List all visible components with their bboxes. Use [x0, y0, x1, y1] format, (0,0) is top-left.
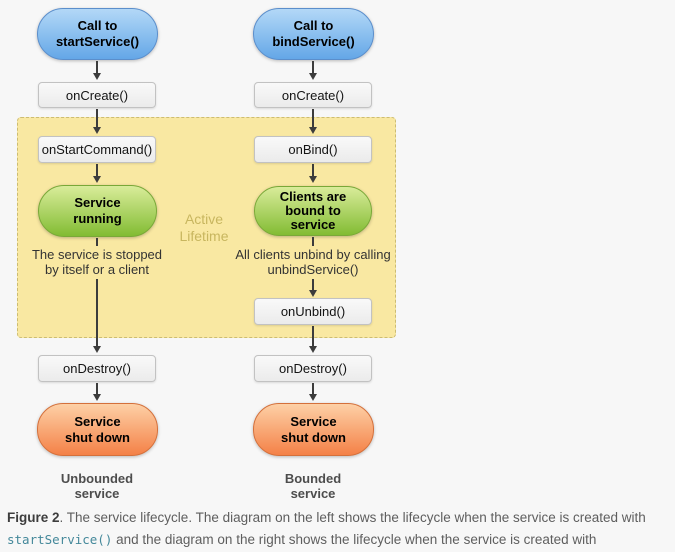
note-service-stopped-line2: by itself or a client — [44, 262, 150, 277]
note-clients-unbind: All clients unbind by calling unbindServ… — [213, 247, 413, 277]
arrow-shaft — [96, 61, 98, 75]
node-onstartcommand: onStartCommand() — [38, 136, 156, 163]
flow-arrow — [93, 61, 102, 80]
node-ondestroy-left: onDestroy() — [38, 355, 156, 382]
flow-arrow — [309, 61, 318, 80]
node-service-shutdown-right-line2: shut down — [281, 429, 346, 445]
arrow-shaft — [96, 279, 98, 348]
arrow-head-icon — [93, 346, 101, 353]
flow-connector — [312, 237, 314, 246]
arrow-head-icon — [309, 394, 317, 401]
node-call-startservice-line2: startService() — [55, 34, 140, 49]
flow-arrow — [309, 109, 318, 134]
node-clients-bound-line2: bound to — [285, 203, 341, 218]
flow-arrow — [93, 279, 102, 353]
arrow-head-icon — [93, 176, 101, 183]
arrow-shaft — [312, 109, 314, 129]
node-service-shutdown-left: Service shut down — [37, 403, 158, 456]
arrow-shaft — [96, 383, 98, 396]
caption-text-2: and the diagram on the right shows the l… — [112, 532, 597, 547]
node-onbind: onBind() — [254, 136, 372, 163]
label-unbounded-service: Unbounded service — [37, 471, 157, 501]
arrow-head-icon — [309, 127, 317, 134]
arrow-shaft — [96, 164, 98, 178]
caption-text-1: . The service lifecycle. The diagram on … — [59, 510, 646, 525]
node-service-running-line2: running — [73, 211, 122, 226]
arrow-head-icon — [93, 127, 101, 134]
arrow-shaft — [312, 164, 314, 178]
node-service-shutdown-left-line2: shut down — [65, 429, 130, 445]
active-lifetime-label: Active Lifetime — [168, 211, 240, 245]
node-service-shutdown-right-line1: Service — [290, 413, 337, 429]
node-service-shutdown-right: Service shut down — [253, 403, 374, 456]
flow-arrow — [309, 164, 318, 183]
node-call-bindservice-line2: bindService() — [272, 34, 355, 49]
flow-arrow — [309, 383, 318, 401]
figure-number-label: Figure 2 — [7, 510, 60, 525]
node-call-bindservice: Call to bindService() — [253, 8, 374, 60]
flow-arrow — [309, 279, 318, 297]
arrow-head-icon — [309, 290, 317, 297]
flow-arrow — [93, 164, 102, 183]
node-oncreate-left: onCreate() — [38, 82, 156, 108]
figure-caption: Figure 2. The service lifecycle. The dia… — [7, 507, 671, 552]
note-clients-unbind-line1: All clients unbind by calling — [235, 247, 391, 262]
label-bounded-service-line2: service — [290, 486, 336, 501]
label-unbounded-service-line2: service — [74, 486, 120, 501]
node-service-running-line1: Service — [74, 195, 121, 210]
node-call-startservice: Call to startService() — [37, 8, 158, 60]
node-clients-bound-line3: service — [290, 217, 336, 232]
label-unbounded-service-line1: Unbounded — [60, 471, 134, 486]
arrow-head-icon — [93, 394, 101, 401]
arrow-head-icon — [93, 73, 101, 80]
arrow-head-icon — [309, 73, 317, 80]
arrow-shaft — [96, 109, 98, 129]
node-service-shutdown-left-line1: Service — [74, 413, 121, 429]
arrow-shaft — [312, 326, 314, 348]
node-service-running: Service running — [38, 185, 157, 237]
node-onunbind: onUnbind() — [254, 298, 372, 325]
active-lifetime-label-line1: Active — [184, 211, 224, 227]
node-oncreate-right: onCreate() — [254, 82, 372, 108]
code-startservice: startService() — [7, 532, 113, 547]
node-call-startservice-line1: Call to — [77, 18, 118, 33]
arrow-shaft — [312, 279, 314, 292]
node-clients-bound: Clients are bound to service — [254, 186, 372, 236]
arrow-shaft — [312, 61, 314, 75]
label-bounded-service-line1: Bounded — [284, 471, 342, 486]
label-bounded-service: Bounded service — [253, 471, 373, 501]
arrow-head-icon — [309, 176, 317, 183]
arrow-head-icon — [309, 346, 317, 353]
arrow-shaft — [312, 383, 314, 396]
note-service-stopped: The service is stopped by itself or a cl… — [17, 247, 177, 277]
flow-arrow — [93, 109, 102, 134]
note-service-stopped-line1: The service is stopped — [31, 247, 163, 262]
flow-arrow — [309, 326, 318, 353]
active-lifetime-label-line2: Lifetime — [179, 228, 229, 244]
flow-arrow — [93, 383, 102, 401]
note-clients-unbind-line2: unbindService() — [267, 262, 359, 277]
node-clients-bound-line1: Clients are — [279, 189, 347, 204]
node-ondestroy-right: onDestroy() — [254, 355, 372, 382]
flow-connector — [96, 238, 98, 246]
node-call-bindservice-line1: Call to — [293, 18, 334, 33]
